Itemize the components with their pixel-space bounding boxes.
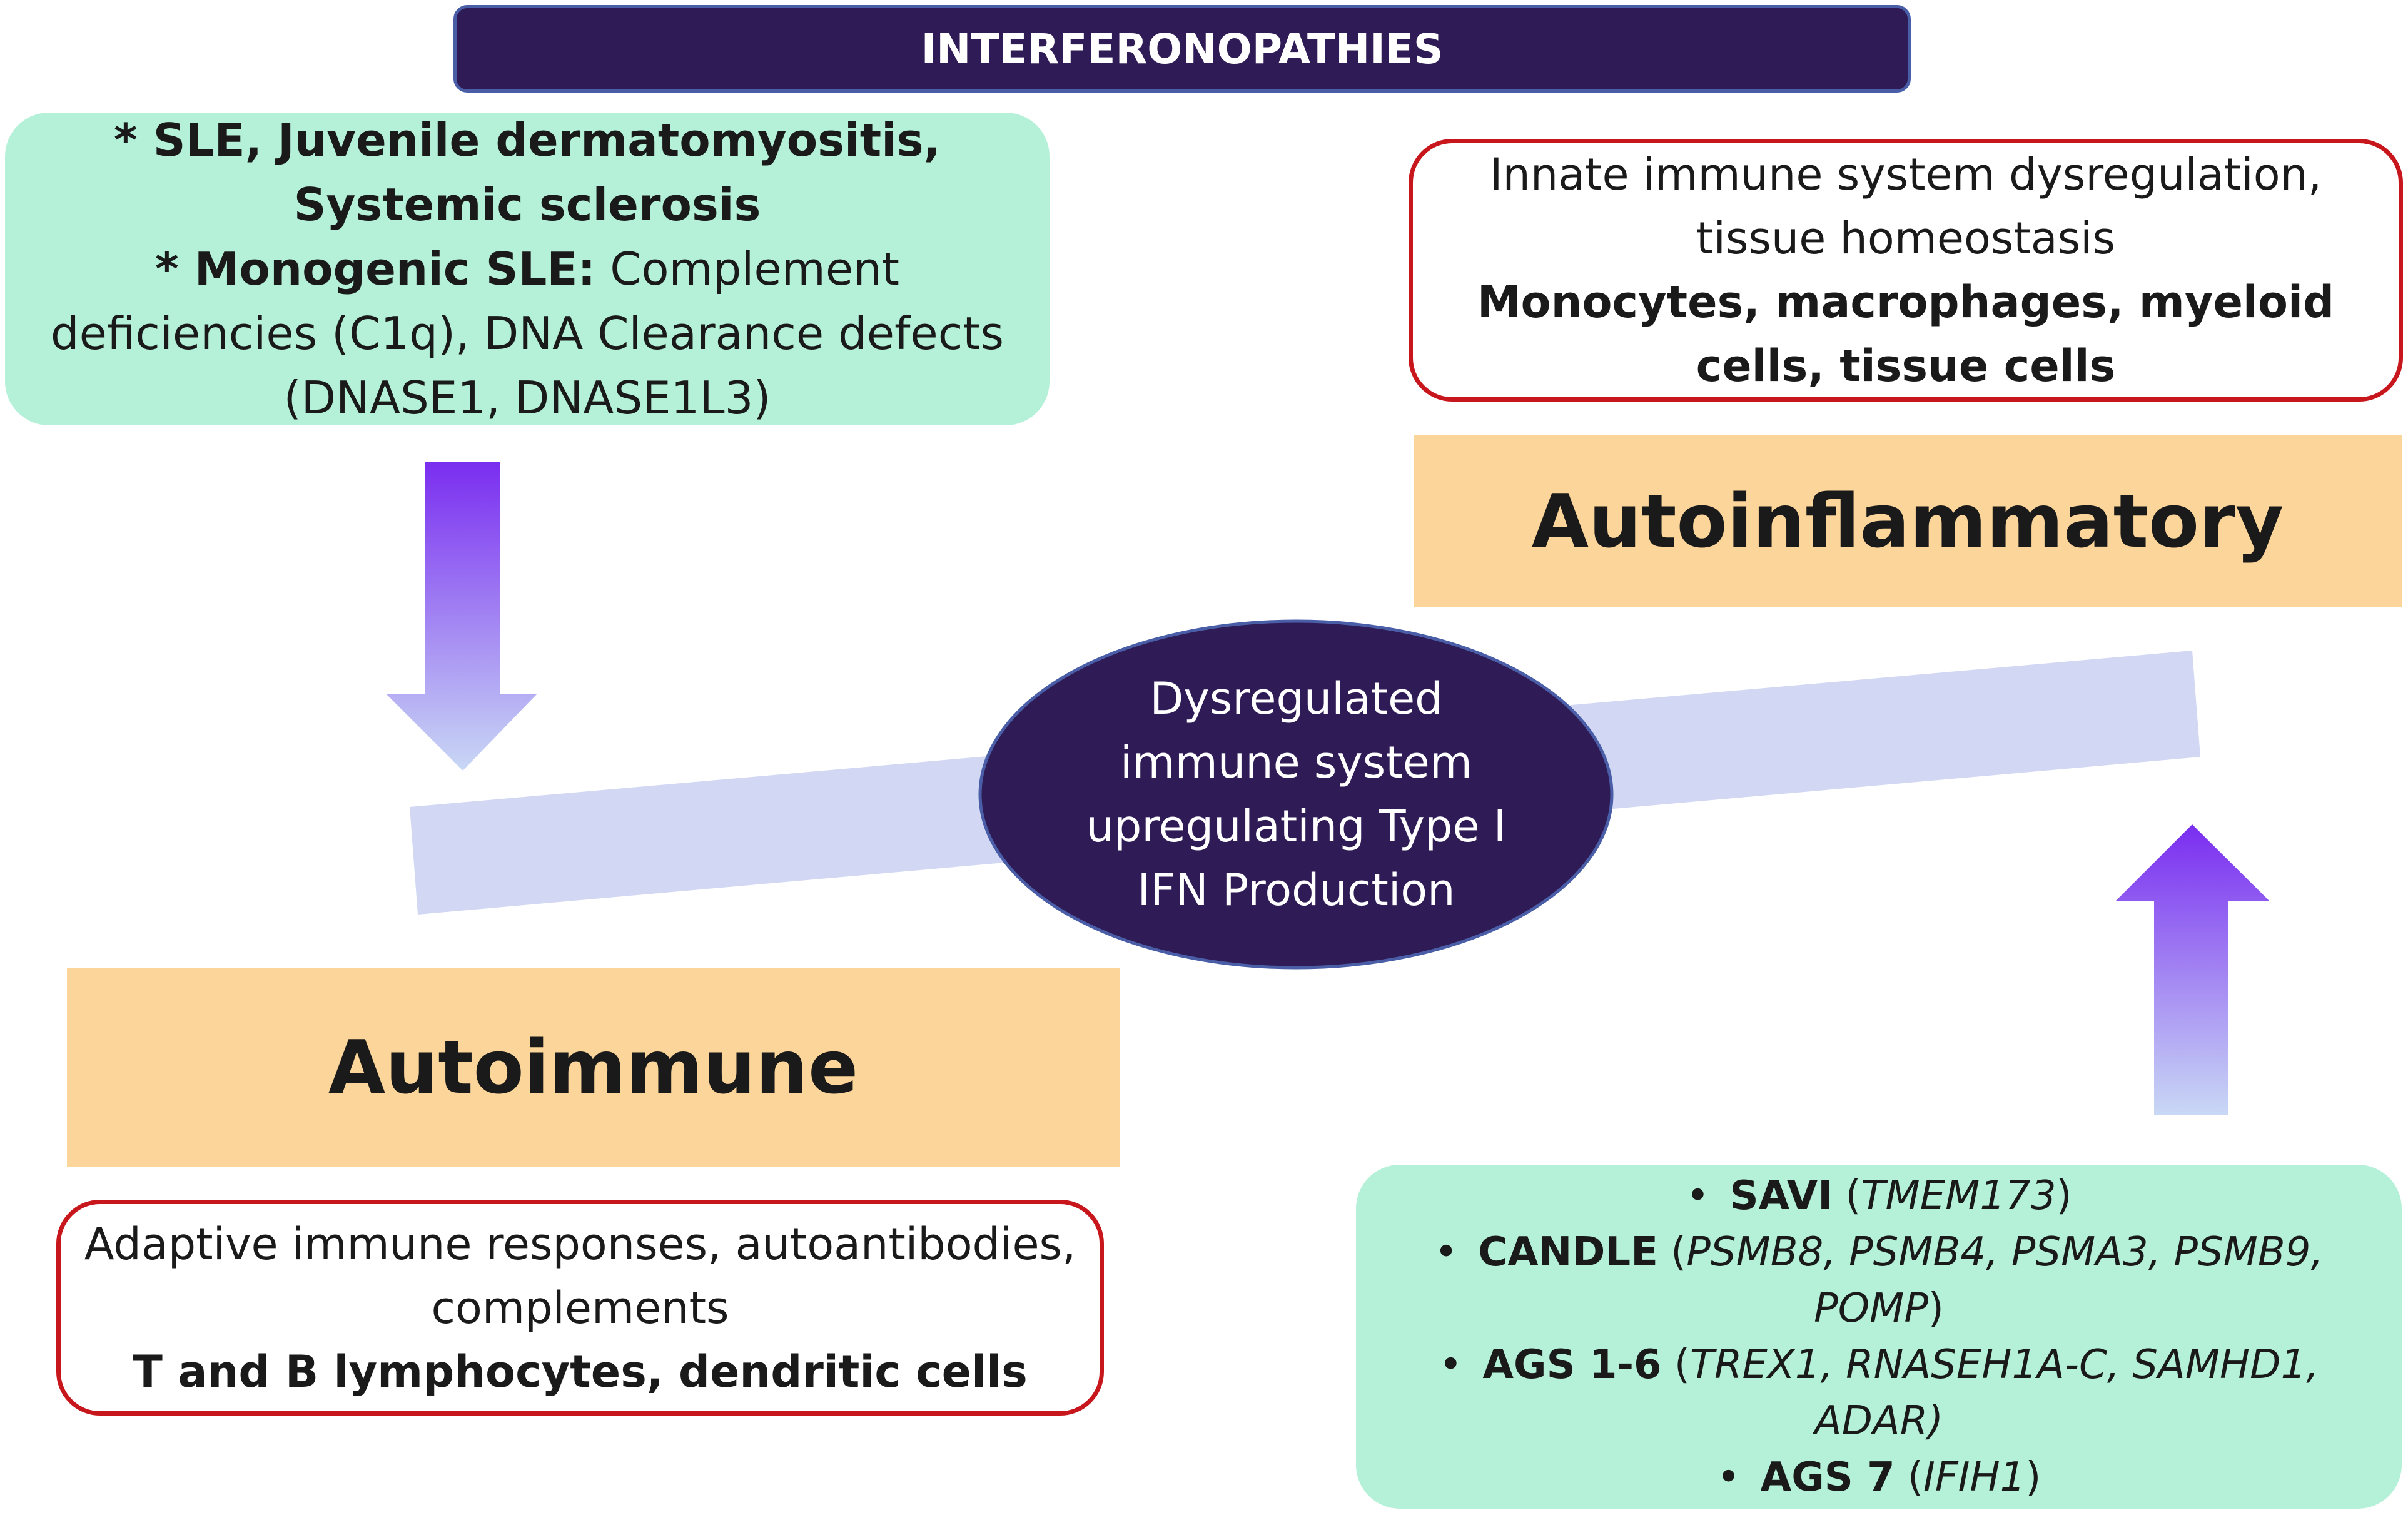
innate-immune-description: Innate immune system dysregulation, tiss…	[1489, 149, 2322, 264]
autoinflammatory-text: Autoinflammatory	[1531, 477, 2284, 564]
bullet: •	[1439, 1342, 1463, 1388]
gene-list: IFIH1	[1923, 1454, 2026, 1501]
bullet: •	[1686, 1173, 1710, 1219]
paren-open: (	[1657, 1229, 1687, 1275]
innate-immune-cells: Monocytes, macrophages, myeloid cells, t…	[1477, 276, 2335, 392]
title-bar: INTERFERONOPATHIES	[453, 5, 1911, 93]
paren-open: (	[1833, 1173, 1861, 1219]
autoimmune-label: Autoimmune	[67, 968, 1120, 1167]
monogenic-sle-label: * Monogenic SLE:	[155, 242, 596, 295]
paren-close: )	[1928, 1285, 1944, 1332]
paren-close: )	[2025, 1454, 2041, 1501]
disease-name: AGS 1-6	[1482, 1342, 1662, 1388]
paren-open: (	[1895, 1454, 1923, 1501]
list-item-ags-7: • AGS 7 (IFIH1)	[1717, 1449, 2041, 1506]
paren-open: (	[1661, 1342, 1690, 1388]
disease-name: SAVI	[1729, 1173, 1833, 1219]
lupus-diseases-box: * SLE, Juvenile dermatomyositis, Systemi…	[5, 113, 1050, 425]
sle-disease-list: * SLE, Juvenile dermatomyositis, Systemi…	[113, 113, 941, 231]
interferonopathy-genes-box: •SAVI (TMEM173) •CANDLE (PSMB8, PSMB4, P…	[1356, 1165, 2402, 1509]
autoinflammatory-label: Autoinflammatory	[1414, 435, 2402, 607]
up-arrow	[2116, 824, 2269, 1115]
gene-list: TREX1, RNASEH1A-C, SAMHD1, ADAR)	[1689, 1342, 2319, 1444]
gene-list: TMEM173	[1861, 1173, 2056, 1219]
adaptive-immune-box: Adaptive immune responses, autoantibodie…	[56, 1200, 1104, 1416]
list-item-ags-1-6: • AGS 1-6 (TREX1, RNASEH1A-C, SAMHD1, ADA…	[1381, 1337, 2377, 1449]
center-ellipse-shape	[978, 619, 1614, 970]
list-item-savi: • SAVI (TMEM173)	[1686, 1168, 2072, 1224]
title-text: INTERFERONOPATHIES	[921, 24, 1444, 73]
center-text: Dysregulated immune system upregulating …	[1086, 673, 1507, 916]
down-arrow	[387, 462, 537, 771]
adaptive-immune-description: Adaptive immune responses, autoantibodie…	[84, 1218, 1076, 1334]
center-ellipse: Dysregulated immune system upregulating …	[979, 619, 1614, 970]
innate-immune-box: Innate immune system dysregulation, tiss…	[1409, 139, 2403, 402]
bullet: •	[1716, 1454, 1741, 1501]
bullet: •	[1434, 1229, 1458, 1275]
autoimmune-text: Autoimmune	[328, 1024, 859, 1110]
paren-close: )	[2056, 1173, 2072, 1219]
list-item-candle: • CANDLE (PSMB8, PSMB4, PSMA3, PSMB9, POM…	[1381, 1224, 2377, 1337]
gene-list: PSMB8, PSMB4, PSMA3, PSMB9, POMP	[1686, 1229, 2324, 1332]
lupus-diseases-text: * SLE, Juvenile dermatomyositis, Systemi…	[36, 108, 1018, 430]
disease-name: AGS 7	[1760, 1454, 1895, 1501]
monogenic-sle-details: Complement deficiencies (C1q), DNA Clear…	[50, 242, 1004, 424]
disease-name: CANDLE	[1478, 1229, 1658, 1275]
adaptive-immune-cells: T and B lymphocytes, dendritic cells	[133, 1345, 1028, 1397]
